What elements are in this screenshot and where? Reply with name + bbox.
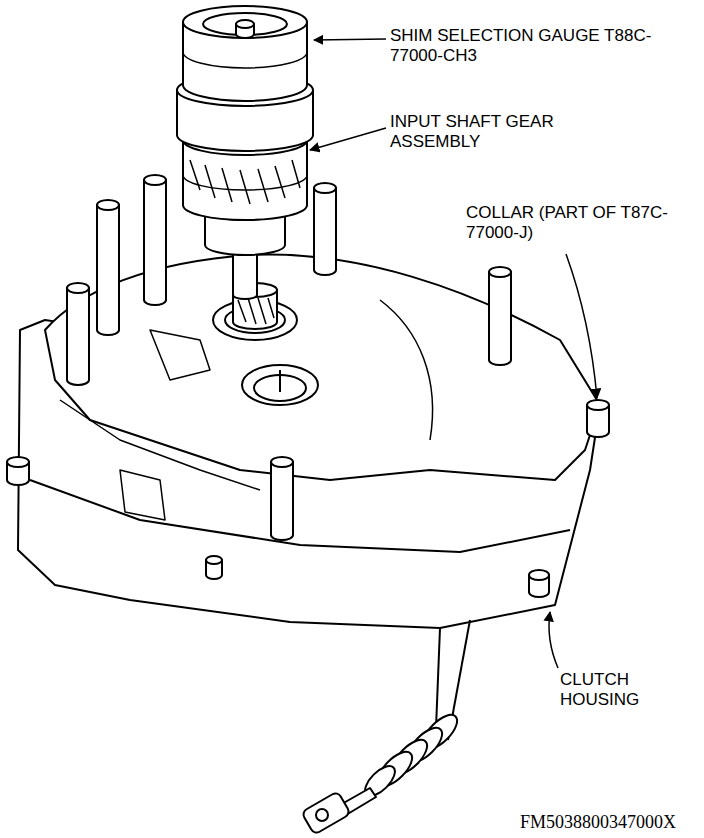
gear-stack — [183, 52, 307, 68]
guide-post — [529, 570, 549, 580]
guide-post — [67, 283, 89, 293]
leader-line — [310, 128, 386, 150]
guide-post — [489, 272, 511, 365]
part-label: COLLAR (PART OF T87C-77000-J) — [466, 203, 681, 243]
gear-stack — [177, 6, 313, 329]
part-label: CLUTCH HOUSING — [560, 670, 672, 710]
guide-post — [271, 457, 293, 467]
shift-boot — [316, 809, 328, 821]
clutch-housing — [30, 480, 570, 552]
guide-post — [97, 205, 119, 335]
clutch-housing — [120, 470, 165, 520]
guide-post — [314, 183, 336, 193]
leader-line — [549, 612, 558, 668]
part-label: INPUT SHAFT GEAR ASSEMBLY — [390, 112, 558, 152]
housing-bore — [242, 365, 318, 405]
figure-code: FM5038800347000X — [520, 812, 700, 833]
guide-post — [144, 180, 166, 305]
guide-post — [144, 175, 166, 185]
shift-boot — [301, 709, 462, 834]
guide-post — [314, 188, 336, 275]
leader-line — [310, 39, 597, 668]
clutch-housing — [60, 400, 260, 490]
shift-boot — [301, 791, 350, 835]
guide-post — [67, 288, 89, 385]
leader-line — [314, 39, 386, 40]
leader-line — [566, 254, 597, 398]
guide-post — [206, 556, 222, 564]
clutch-housing — [45, 255, 600, 480]
part-label: SHIM SELECTION GAUGE T88C-77000-CH3 — [390, 26, 680, 66]
gear-stack — [236, 20, 254, 28]
gear-stack — [190, 160, 300, 204]
guide-post — [587, 400, 609, 410]
housing-bore — [279, 370, 281, 392]
gear-stack — [183, 175, 307, 190]
clutch-housing — [150, 330, 210, 380]
guide-post — [271, 462, 293, 540]
clutch-housing — [436, 628, 440, 728]
gear-stack — [238, 298, 274, 324]
guide-post — [97, 200, 119, 210]
guide-post — [7, 457, 29, 467]
guide-post — [489, 267, 511, 277]
gear-stack — [183, 6, 307, 38]
clutch-housing — [380, 300, 433, 440]
